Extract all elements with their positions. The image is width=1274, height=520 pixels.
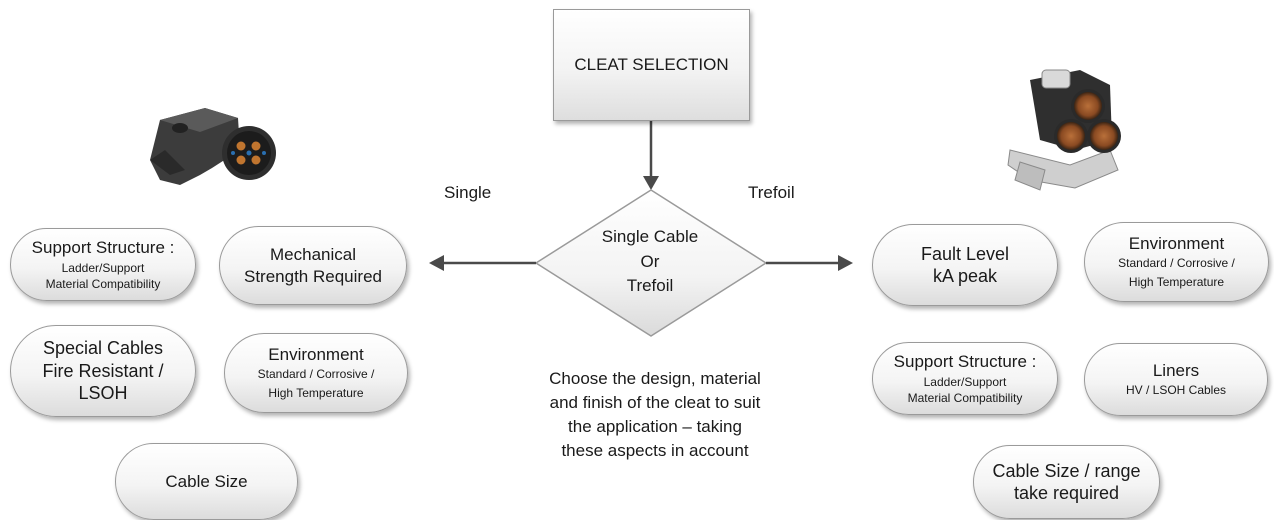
left-mechanical-line2: Strength Required: [244, 266, 382, 286]
left-cable-size-pill: Cable Size: [115, 443, 298, 520]
left-mechanical-line1: Mechanical: [270, 245, 356, 265]
branch-label-trefoil: Trefoil: [748, 183, 795, 202]
cleat-selection-label: CLEAT SELECTION: [574, 55, 729, 74]
right-liners-sub1: HV / LSOH Cables: [1125, 382, 1227, 397]
decision-line-2: Or: [640, 251, 660, 271]
arrow-down: [643, 121, 659, 190]
right-environment-pill: Environment Standard / Corrosive / High …: [1084, 222, 1269, 302]
decision-text: Single Cable Or Trefoil: [560, 222, 740, 302]
guidance-caption: Choose the design, material and finish o…: [520, 367, 790, 464]
right-support-sub2: Material Compatibility: [907, 391, 1023, 406]
left-support-title: Support Structure :: [31, 238, 175, 258]
cleat-selection-box: CLEAT SELECTION: [553, 9, 750, 121]
left-support-sub2: Material Compatibility: [45, 277, 161, 292]
trefoil-cleat-image: [1007, 69, 1121, 191]
right-fault-level-pill: Fault Level kA peak: [872, 224, 1058, 306]
decision-line-3: Trefoil: [626, 276, 674, 296]
right-fault-line1: Fault Level: [920, 243, 1010, 264]
branch-label-single: Single: [444, 183, 492, 202]
right-cable-size-line1: Cable Size / range: [992, 460, 1141, 481]
decision-diamond: [534, 189, 768, 337]
right-environment-sub1: Standard / Corrosive /: [1118, 256, 1235, 271]
right-environment-title: Environment: [1128, 233, 1225, 253]
right-cable-size-range-pill: Cable Size / range take required: [973, 445, 1160, 519]
single-cleat-image: [150, 108, 276, 185]
left-support-sub1: Ladder/Support: [61, 260, 145, 275]
arrow-right: [766, 255, 853, 271]
left-special-line1: Special Cables: [42, 338, 164, 359]
left-support-structure-pill: Support Structure : Ladder/Support Mater…: [10, 228, 196, 301]
right-liners-title: Liners: [1152, 360, 1200, 380]
left-special-cables-pill: Special Cables Fire Resistant / LSOH: [10, 325, 196, 417]
right-cable-size-line2: take required: [1013, 483, 1120, 503]
caption-line-4: these aspects in account: [561, 441, 749, 461]
right-support-title: Support Structure :: [893, 352, 1037, 372]
right-fault-line2: kA peak: [932, 266, 998, 286]
left-mechanical-strength-pill: Mechanical Strength Required: [219, 226, 407, 305]
caption-line-1: Choose the design, material: [549, 369, 761, 388]
decision-line-1: Single Cable: [601, 227, 699, 247]
right-liners-pill: Liners HV / LSOH Cables: [1084, 343, 1268, 416]
left-environment-pill: Environment Standard / Corrosive / High …: [224, 333, 408, 413]
left-special-line3: LSOH: [78, 383, 128, 404]
arrow-left: [429, 255, 536, 271]
left-environment-sub2: High Temperature: [268, 385, 364, 400]
caption-line-3: the application – taking: [568, 417, 742, 437]
left-cable-size-label: Cable Size: [165, 471, 248, 491]
right-support-sub1: Ladder/Support: [923, 374, 1007, 389]
left-special-line2: Fire Resistant /: [42, 360, 164, 381]
caption-line-2: and finish of the cleat to suit: [549, 393, 761, 413]
right-environment-sub2: High Temperature: [1128, 274, 1225, 289]
left-environment-title: Environment: [268, 344, 364, 364]
left-environment-sub1: Standard / Corrosive /: [257, 367, 375, 382]
right-support-structure-pill: Support Structure : Ladder/Support Mater…: [872, 342, 1058, 415]
